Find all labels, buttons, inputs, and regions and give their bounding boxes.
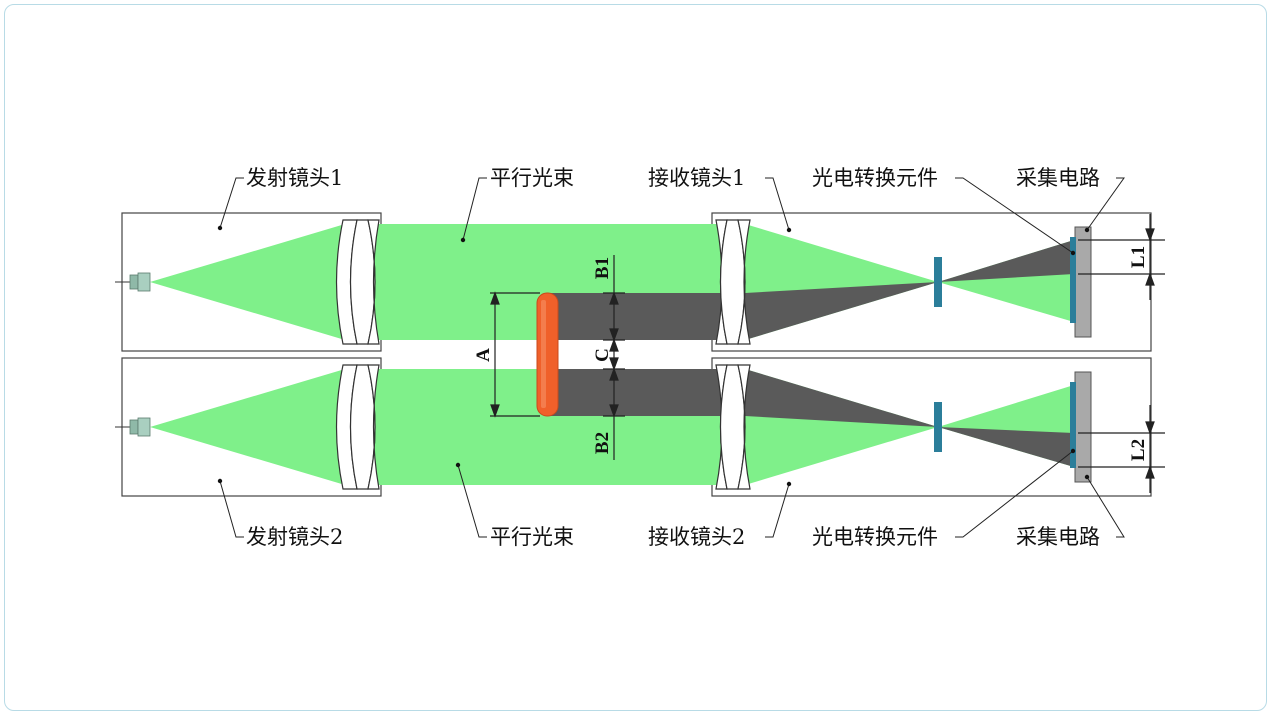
label-acq-circuit-top: 采集电路 xyxy=(1016,166,1100,190)
shadow-cone-1 xyxy=(745,282,938,340)
receiver-lens-1 xyxy=(715,219,751,345)
dim-C: C xyxy=(592,348,613,362)
photo-element-2 xyxy=(1070,382,1076,468)
acquisition-board-2 xyxy=(1074,371,1092,483)
dim-A: A xyxy=(473,348,494,362)
label-parallel-beam-bottom: 平行光束 xyxy=(490,525,574,549)
dim-B1: B1 xyxy=(592,257,613,279)
shadow-beam-2 xyxy=(550,369,722,416)
label-pe-element-top: 光电转换元件 xyxy=(812,166,938,190)
label-acq-circuit-bottom: 采集电路 xyxy=(1016,525,1100,549)
receiver-lens-2 xyxy=(715,364,751,490)
emit-cone-1 xyxy=(150,224,345,340)
label-recv-lens-2: 接收镜头2 xyxy=(648,525,745,549)
shadow-image-2 xyxy=(938,427,1074,467)
light-source-2 xyxy=(115,417,151,437)
label-parallel-beam-top: 平行光束 xyxy=(490,166,574,190)
label-recv-lens-1: 接收镜头1 xyxy=(648,166,745,190)
emitter-lens-2 xyxy=(335,364,380,490)
dim-B2: B2 xyxy=(592,432,613,454)
dim-L1: L1 xyxy=(1128,246,1149,268)
shadow-image-1 xyxy=(938,240,1074,282)
dim-L2: L2 xyxy=(1128,439,1149,461)
measured-object xyxy=(536,292,559,417)
acquisition-board-1 xyxy=(1074,226,1092,338)
light-source-1 xyxy=(115,272,151,292)
shadow-cone-2 xyxy=(745,369,938,427)
label-pe-element-bottom: 光电转换元件 xyxy=(812,525,938,549)
photo-element-1 xyxy=(1070,237,1076,323)
shadow-beam-1 xyxy=(550,293,722,340)
emitter-lens-1 xyxy=(335,219,380,345)
label-emit-lens-1: 发射镜头1 xyxy=(246,166,343,190)
label-emit-lens-2: 发射镜头2 xyxy=(246,525,343,549)
aperture-2 xyxy=(934,402,942,452)
object-highlight xyxy=(541,300,546,408)
emit-cone-2 xyxy=(150,369,345,485)
aperture-1 xyxy=(934,257,942,307)
